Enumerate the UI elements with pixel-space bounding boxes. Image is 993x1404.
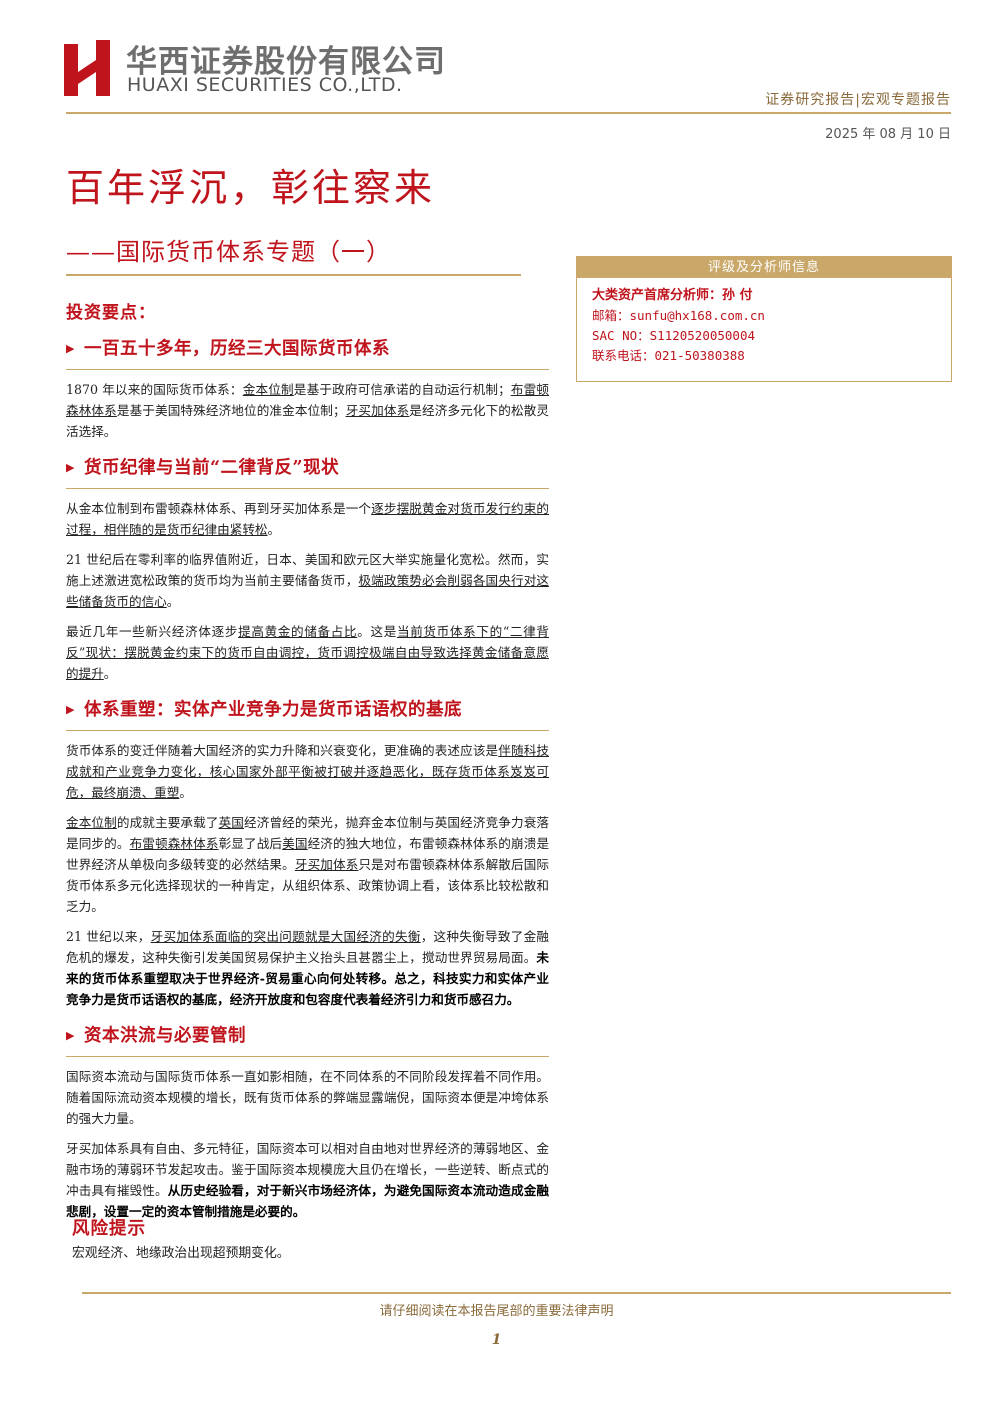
- text-run: 从金本位制到布雷顿森林体系、再到牙买加体系是一个: [66, 501, 372, 516]
- text-run: 21 世纪以来，: [66, 929, 151, 944]
- underlined-text: 金本位制: [66, 815, 117, 830]
- underlined-text: 提高黄金的储备占比: [238, 624, 358, 639]
- legal-notice: 请仔细阅读在本报告尾部的重要法律声明: [379, 1304, 614, 1319]
- text-run: 最近几年一些新兴经济体逐步: [66, 624, 239, 639]
- section-paragraph: 国际资本流动与国际货币体系一直如影相随，在不同体系的不同阶段发挥着不同作用。随着…: [66, 1066, 549, 1129]
- text-run: 。: [267, 522, 281, 537]
- text-run: 是经济多元化下的松散灵活选择。: [66, 403, 550, 439]
- key-points-column: 投资要点： ▶ 一百五十多年，历经三大国际货币体系 1870 年以来的国际货币体系：…: [66, 298, 549, 1231]
- company-name-cn: 华西证券股份有限公司: [126, 44, 446, 80]
- analyst-phone: 联系电话：021-50380388: [592, 348, 745, 363]
- text-run: 是基于政府可信承诺的自动运行机制；: [293, 382, 511, 397]
- underlined-text: 牙买加体系面临的突出问题就是大国经济的失衡: [150, 929, 421, 944]
- underlined-text: 逐步摆脱黄金对货币发行约束的过程，相伴随的是货币纪律由紧转松: [66, 501, 550, 537]
- key-points-heading: 投资要点：: [66, 303, 156, 323]
- footer-divider: [82, 1292, 951, 1294]
- section-heading: ▶ 资本洪流与必要管制: [66, 1022, 549, 1047]
- text-run: 经济曾经的荣光，抛弃金本位制与英国经济竞争力衰落是同步的。: [66, 815, 550, 851]
- page-subtitle: ——国际货币体系专题（一）: [66, 238, 391, 266]
- section-paragraph: 货币体系的变迁伴随着大国经济的实力升降和兴衰变化，更准确的表述应该是伴随科技成就…: [66, 740, 549, 803]
- page-title: 百年浮沉，彰往察来: [66, 166, 436, 210]
- company-name-en: HUAXI SECURITIES CO.,LTD.: [127, 74, 403, 96]
- text-run: 货币体系的变迁伴随着大国经济的实力升降和兴衰变化，更准确的表述应该是: [66, 743, 499, 758]
- text-run: 只是对布雷顿森林体系解散后国际货币体系多元化选择现状的一种肯定，从组织体系、政策…: [66, 857, 550, 914]
- section-heading: ▶ 货币纪律与当前“二律背反”现状: [66, 454, 549, 479]
- analyst-sac-number: SAC NO：S1120520050004: [592, 328, 756, 343]
- section-divider: [66, 369, 549, 370]
- huaxi-logo-icon: [62, 38, 114, 98]
- title-divider: [66, 274, 521, 276]
- section-divider: [66, 1056, 549, 1057]
- header-divider: [66, 112, 951, 114]
- section-heading-text: 一百五十多年，历经三大国际货币体系: [83, 339, 390, 359]
- text-run: 。这是: [357, 624, 397, 639]
- analyst-info-box: 评级及分析师信息 大类资产首席分析师：孙 付 邮箱：sunfu@hx168.co…: [576, 256, 952, 382]
- text-run: 21 世纪后在零利率的临界值附近，日本、美国和欧元区大举实施量化宽松。然而，实施…: [66, 552, 549, 588]
- analyst-name: 大类资产首席分析师：孙 付: [592, 288, 753, 303]
- text-run: 彰显了战后: [218, 836, 283, 851]
- text-run: 。: [166, 594, 180, 609]
- analyst-email[interactable]: 邮箱：sunfu@hx168.com.cn: [592, 308, 765, 323]
- text-run: 。: [103, 666, 117, 681]
- underlined-text: 牙买加体系: [345, 403, 410, 418]
- bullet-triangle-icon: ▶: [66, 342, 75, 355]
- section-heading-text: 体系重塑：实体产业竞争力是货币话语权的基底: [83, 700, 462, 720]
- section-paragraph: 牙买加体系具有自由、多元特征，国际资本可以相对自由地对世界经济的薄弱地区、金融市…: [66, 1138, 549, 1222]
- report-type: 证券研究报告|宏观专题报告: [765, 92, 951, 108]
- section-paragraph: 从金本位制到布雷顿森林体系、再到牙买加体系是一个逐步摆脱黄金对货币发行约束的过程…: [66, 498, 549, 540]
- text-run: 。: [179, 785, 192, 800]
- text-run: ，这种失衡导致了金融危机的爆发，这种失衡引发美国贸易保护主义抬头且甚嚣尘上，搅动…: [66, 929, 550, 965]
- underlined-text: 极端政策势必会削弱各国央行对这些储备货币的信心: [66, 573, 550, 609]
- underlined-text: 布雷顿森林体系: [66, 382, 550, 418]
- underlined-text: 伴随科技成就和产业竞争力变化，核心国家外部平衡被打破并逐趋恶化，既存货币体系岌岌…: [66, 743, 550, 800]
- text-run: 是基于美国特殊经济地位的准金本位制；: [116, 403, 346, 418]
- section-heading: ▶ 一百五十多年，历经三大国际货币体系: [66, 335, 549, 360]
- bullet-triangle-icon: ▶: [66, 461, 75, 474]
- text-run: 1870 年以来的国际货币体系：: [66, 382, 243, 397]
- analyst-info-heading: 评级及分析师信息: [577, 257, 951, 278]
- risk-heading: 风险提示: [72, 1219, 146, 1239]
- section-heading: ▶ 体系重塑：实体产业竞争力是货币话语权的基底: [66, 696, 549, 721]
- bullet-triangle-icon: ▶: [66, 703, 75, 716]
- section-paragraph: 金本位制的成就主要承载了英国经济曾经的荣光，抛弃金本位制与英国经济竞争力衰落是同…: [66, 812, 549, 917]
- section-divider: [66, 730, 549, 731]
- section-heading-text: 货币纪律与当前“二律背反”现状: [83, 458, 340, 478]
- text-run: 牙买加体系具有自由、多元特征，国际资本可以相对自由地对世界经济的薄弱地区、金融市…: [66, 1141, 549, 1198]
- section-paragraph: 1870 年以来的国际货币体系：金本位制是基于政府可信承诺的自动运行机制；布雷顿…: [66, 379, 549, 442]
- report-date: 2025 年 08 月 10 日: [825, 127, 951, 142]
- underlined-text: 布雷顿森林体系: [129, 836, 219, 851]
- section-paragraph: 最近几年一些新兴经济体逐步提高黄金的储备占比。这是当前货币体系下的“二律背反”现…: [66, 621, 549, 684]
- underlined-text: 金本位制: [242, 382, 294, 397]
- section-paragraph: 21 世纪以来，牙买加体系面临的突出问题就是大国经济的失衡，这种失衡导致了金融危…: [66, 926, 549, 1010]
- text-run: 国际资本流动与国际货币体系一直如影相随，在不同体系的不同阶段发挥着不同作用。随着…: [66, 1069, 549, 1126]
- section-paragraph: 21 世纪后在零利率的临界值附近，日本、美国和欧元区大举实施量化宽松。然而，实施…: [66, 549, 549, 612]
- text-run: 经济的独大地位，布雷顿森林体系的崩溃是世界经济从单极向多级转变的必然结果。: [66, 836, 550, 872]
- text-run: 的成就主要承载了: [116, 815, 219, 830]
- underlined-text: 当前货币体系下的“二律背反”现状：摆脱黄金约束下的货币自由调控，货币调控极端自由…: [66, 624, 550, 681]
- underlined-text: 英国: [218, 815, 245, 830]
- bullet-triangle-icon: ▶: [66, 1029, 75, 1042]
- page-number: 1: [491, 1332, 502, 1348]
- emphasis-text: 未来的货币体系重塑取决于世界经济-贸易重心向何处转移。总之，科技实力和实体产业竞…: [66, 950, 549, 1007]
- emphasis-text: 从历史经验看，对于新兴市场经济体，为避免国际资本流动造成金融悲剧，设置一定的资本…: [66, 1183, 550, 1219]
- section-heading-text: 资本洪流与必要管制: [83, 1026, 246, 1046]
- underlined-text: 美国: [282, 836, 308, 851]
- risk-text: 宏观经济、地缘政治出现超预期变化。: [72, 1246, 290, 1261]
- section-divider: [66, 488, 549, 489]
- underlined-text: 牙买加体系: [294, 857, 359, 872]
